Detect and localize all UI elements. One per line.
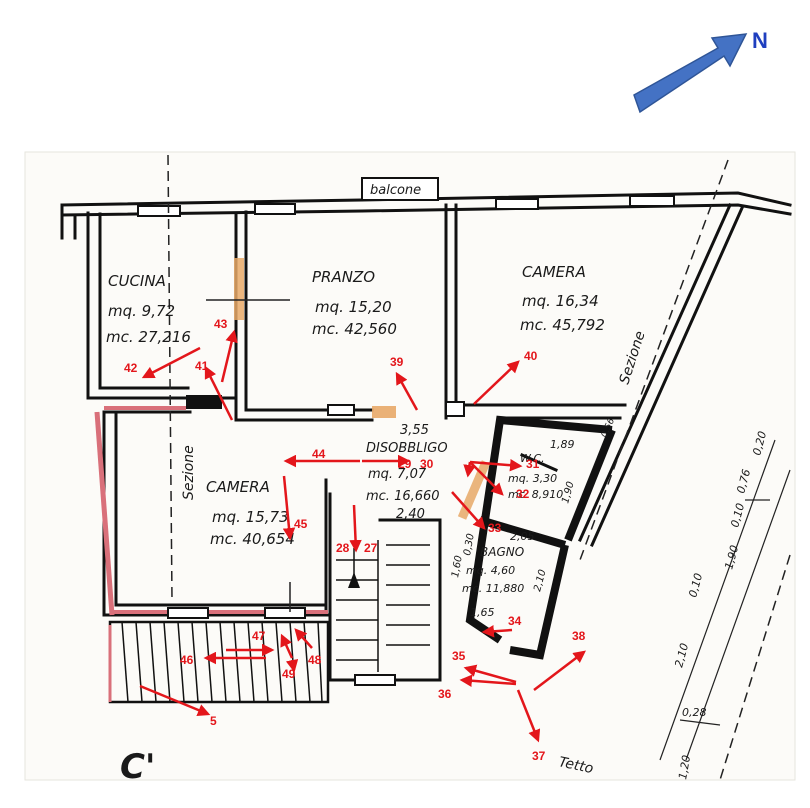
roof-label: Tetto [557, 754, 595, 777]
marker-label: 38 [572, 629, 586, 643]
marker-label: 45 [294, 517, 308, 531]
wc-dimension: 1,89 [550, 438, 575, 451]
room-camera-w: CAMERA mq. 15,73 mc. 40,654 [206, 478, 295, 548]
marker-label: 47 [252, 629, 266, 643]
balcony-label: balcone [370, 183, 421, 198]
room-area: mq. 16,34 [522, 292, 599, 310]
room-camera-ne: CAMERA mq. 16,34 mc. 45,792 [520, 263, 605, 334]
height-label: 3,55 [400, 423, 429, 438]
dimension-lines [659, 439, 791, 761]
room-name: DISOBBLIGO [366, 441, 448, 456]
dimension-label: 0,76 [734, 468, 753, 495]
room-volume: mc. 11,880 [462, 582, 524, 595]
dimension-label: 1,90 [722, 544, 741, 571]
room-pranzo: PRANZO mq. 15,20 mc. 42,560 [312, 268, 397, 338]
marker-label: 28 [336, 541, 350, 555]
door-highlight-kitchen [234, 258, 244, 320]
marker-label: 34 [508, 614, 522, 628]
balcony-box [361, 177, 439, 201]
marker-label: 31 [526, 457, 540, 471]
marker-label: 29 [398, 457, 412, 471]
east-dimensions: 0,20 0,76 0,10 1,90 0,10 2,10 0,28 1,20 [672, 430, 769, 781]
bagno-dimension: 2,05 [510, 530, 535, 543]
dimension-label: 0,10 [728, 502, 747, 529]
highlighted-wall-west [94, 411, 115, 616]
north-arrow-icon [633, 33, 748, 114]
section-lines [167, 154, 791, 781]
marker-label: 30 [420, 457, 434, 471]
room-area: mq. 3,30 [508, 472, 557, 485]
room-name: CAMERA [206, 478, 270, 496]
marker-label: 49 [282, 667, 296, 681]
dimension-label: 0,20 [750, 430, 769, 457]
marker-label: 46 [180, 653, 194, 667]
north-label: N [752, 28, 768, 53]
walls [60, 191, 792, 682]
room-area: mq. 15,73 [212, 508, 289, 526]
marker-arrows [139, 329, 586, 743]
room-name: CAMERA [522, 263, 586, 281]
room-area: mq. 4,60 [466, 564, 515, 577]
dimension-label: 0,10 [686, 572, 705, 599]
marker-label: 48 [308, 653, 322, 667]
staircase [336, 540, 430, 672]
windows [137, 195, 675, 686]
height-label: 2,40 [396, 507, 425, 522]
bagno-dimension: 1,65 [470, 606, 495, 619]
marker-label: 39 [390, 355, 404, 369]
north-compass: N [633, 28, 768, 114]
marker-label: 42 [124, 361, 138, 375]
room-area: mq. 9,72 [108, 302, 175, 320]
marker-label: 27 [364, 541, 378, 555]
room-cucina: CUCINA mq. 9,72 mc. 27,216 [106, 272, 191, 346]
dimension-label: 2,10 [672, 642, 691, 669]
marker-label: 40 [524, 349, 538, 363]
room-volume: mc. 45,792 [520, 316, 605, 334]
stair-up-arrow-icon [348, 572, 360, 588]
room-area: mq. 7,07 [368, 467, 427, 482]
room-volume: mc. 27,216 [106, 328, 191, 346]
section-label-west: Sezione [181, 445, 197, 500]
door-highlight-hall [372, 406, 396, 418]
room-disobbligo: 3,55 DISOBBLIGO mq. 7,07 mc. 16,660 2,40 [366, 423, 448, 522]
bagno-dimension: 0,30 [462, 533, 477, 557]
room-volume: mc. 42,560 [312, 320, 397, 338]
marker-label: 41 [195, 359, 209, 373]
marker-label: 35 [452, 649, 466, 663]
marker-label: 44 [312, 447, 326, 461]
marker-label: 32 [516, 487, 530, 501]
marker-label: 33 [488, 521, 502, 535]
wall-block [186, 395, 222, 409]
room-name: CUCINA [108, 272, 166, 290]
room-area: mq. 15,20 [315, 298, 392, 316]
room-volume: mc. 8,910 [508, 488, 563, 501]
marker-label: 37 [532, 749, 546, 763]
room-volume: mc. 16,660 [366, 489, 440, 504]
marker-label: 43 [214, 317, 228, 331]
marker-label: 5 [210, 714, 217, 728]
room-volume: mc. 40,654 [210, 530, 295, 548]
dimension-label: 0,28 [682, 706, 707, 719]
room-name: PRANZO [312, 268, 375, 286]
bagno-dimension: 1,60 [450, 555, 465, 579]
section-mark: C' [120, 747, 155, 787]
marker-label: 36 [438, 687, 452, 701]
room-name: BAGNO [480, 545, 524, 559]
room-name: W.C. [520, 452, 545, 465]
room-bagno: BAGNO mq. 4,60 mc. 11,880 2,05 1,65 1,60… [450, 530, 549, 619]
marker-labels: 5 27 28 29 30 31 32 33 34 35 36 37 38 39… [124, 317, 586, 763]
dimension-label: 1,20 [676, 754, 693, 780]
